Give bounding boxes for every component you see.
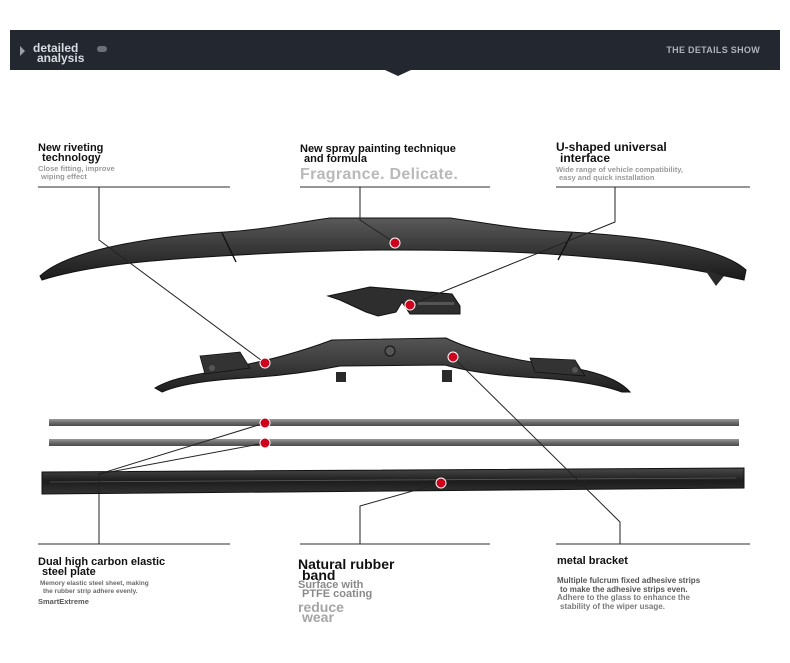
callout-steel-title-line2: steel plate [42, 566, 96, 578]
callout-spray-tagline: Fragrance. Delicate. [300, 166, 459, 183]
banner-pill-icon [97, 46, 107, 52]
rubber-band-part [41, 467, 745, 495]
callout-rubber: Natural rubber band Surface with PTFE co… [298, 556, 395, 625]
callout-rubber-title-line1: Natural rubber [298, 556, 395, 572]
callout-rubber-big-line2: wear [302, 609, 334, 625]
callout-steel-title: Dual high carbon elastic steel plate [38, 556, 166, 578]
banner-right-label: THE DETAILS SHOW [666, 45, 760, 55]
callout-bracket-desc: Multiple fulcrum fixed adhesive strips t… [557, 576, 701, 611]
callout-steel-title-line1: Dual high carbon elastic [38, 556, 166, 568]
bracket-foot-right [442, 370, 452, 382]
callout-steel: Dual high carbon elastic steel plate Mem… [38, 556, 166, 607]
leader-spray [359, 187, 396, 244]
callout-riveting-desc: Close fitting, improve wiping effect [38, 165, 115, 181]
callout-spray-title-line1: New spray painting technique [300, 143, 456, 155]
marker-dot [447, 351, 459, 363]
heading-underlines [38, 186, 750, 545]
callout-riveting-title: New riveting technology [38, 142, 115, 164]
bracket-rivet [209, 365, 215, 371]
marker-dot [404, 299, 416, 311]
callout-interface-desc: Wide range of vehicle compatibility, eas… [556, 166, 683, 182]
leader-interface [409, 187, 616, 306]
leader-lines [98, 187, 621, 544]
callout-spray-title: New spray painting technique and formula [300, 143, 458, 165]
callout-interface-title-line1: U-shaped universal [556, 140, 667, 154]
callout-rubber-big-line1: reduce [298, 599, 344, 615]
adapter-ridge [418, 302, 454, 305]
callout-steel-desc-line1: Memory elastic steel sheet, making [40, 580, 149, 587]
callout-interface-desc-line1: Wide range of vehicle compatibility, [556, 165, 683, 174]
callout-steel-desc: Memory elastic steel sheet, making the r… [38, 580, 165, 595]
callout-rubber-sub-line2: PTFE coating [302, 588, 373, 600]
banner-title-line2: analysis [37, 51, 85, 65]
spoiler-end-cap [705, 270, 724, 286]
marker-dot [259, 417, 271, 429]
adapter-part [326, 286, 461, 317]
callout-bracket-desc-line2: to make the adhesive strips even. [560, 584, 688, 594]
spoiler-seam-right [557, 232, 573, 261]
callout-interface-title-line2: interface [560, 151, 611, 165]
banner-notch [385, 70, 411, 76]
callout-interface: U-shaped universal interface Wide range … [556, 140, 683, 182]
callout-steel-desc-line2: the rubber strip adhere evenly. [43, 587, 138, 595]
marker-dot [389, 237, 401, 249]
leader-rubber [359, 482, 442, 544]
bracket-foot-left [336, 372, 346, 382]
callout-interface-desc-line2: easy and quick installation [559, 173, 655, 182]
header-banner [10, 30, 780, 70]
bracket-part [154, 337, 632, 393]
marker-dot [435, 477, 447, 489]
callout-bracket-desc-line3: Adhere to the glass to enhance the [557, 593, 690, 602]
leader-riveting [98, 187, 266, 364]
callout-riveting-desc-line2: wiping effect [41, 172, 87, 181]
marker-dots [259, 237, 459, 489]
callout-bracket-desc-line4: stability of the wiper usage. [560, 601, 665, 611]
bracket-right-clip [529, 357, 586, 377]
callout-spray-title-line2: and formula [304, 153, 367, 165]
bracket-center-bolt [384, 345, 396, 357]
callout-spray: New spray painting technique and formula… [300, 144, 458, 184]
callout-riveting-desc-line1: Close fitting, improve [38, 164, 115, 173]
marker-dot [259, 437, 271, 449]
play-arrow-icon [20, 46, 25, 56]
callout-rubber-title: Natural rubber band [298, 556, 395, 583]
marker-dot [259, 357, 271, 369]
spoiler-part [39, 217, 747, 281]
leader-steel-b [98, 442, 266, 475]
steel-strip-lower [49, 439, 739, 446]
callout-bracket-desc-line1: Multiple fulcrum fixed adhesive strips [557, 576, 701, 585]
rubber-groove [49, 477, 737, 483]
callout-bracket: metal bracket Multiple fulcrum fixed adh… [557, 556, 700, 611]
bracket-rivet [572, 367, 578, 373]
leader-bracket [452, 356, 621, 544]
callout-riveting: New riveting technology Close fitting, i… [38, 143, 115, 181]
callout-interface-title: U-shaped universal interface [556, 140, 683, 165]
steel-strip-upper [49, 419, 739, 426]
callout-rubber-sub-line1: Surface with [298, 579, 364, 591]
callout-rubber-sub: Surface with PTFE coating [298, 579, 394, 600]
spoiler-seam-left [221, 232, 237, 263]
banner-title: detailed analysis [33, 41, 85, 65]
callout-rubber-title-line2: band [302, 567, 336, 583]
callout-bracket-title: metal bracket [557, 555, 628, 567]
callout-rubber-big: reduce wear [298, 599, 394, 625]
callout-riveting-title-line2: technology [42, 152, 101, 164]
banner-title-line1: detailed [33, 41, 79, 55]
brand-label: SmartExtreme [38, 597, 89, 606]
callout-riveting-title-line1: New riveting [38, 142, 104, 154]
